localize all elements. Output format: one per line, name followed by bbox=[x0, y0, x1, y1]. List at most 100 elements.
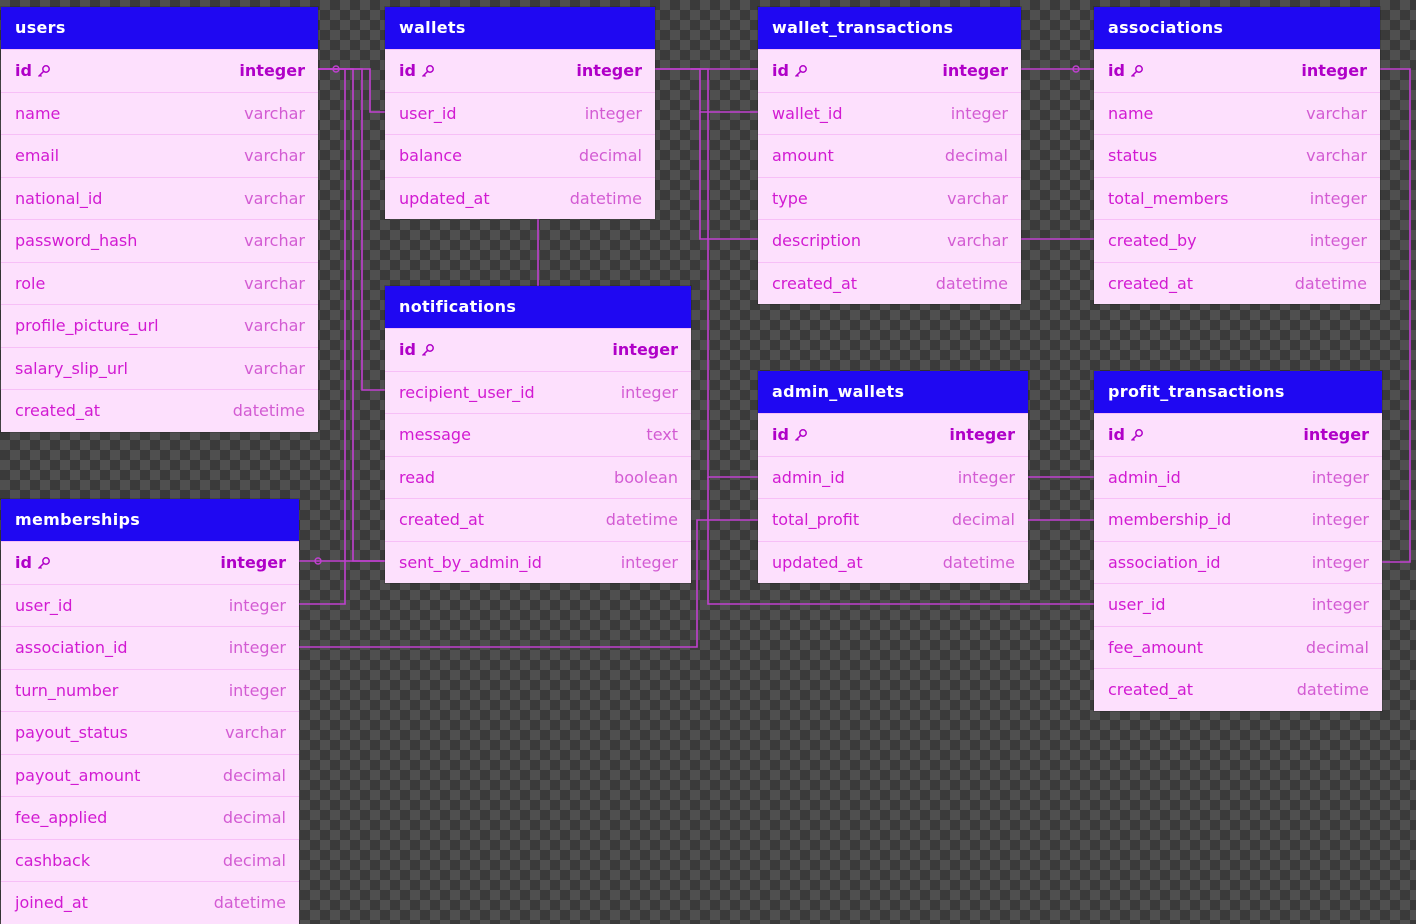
table-header[interactable]: admin_wallets bbox=[758, 371, 1028, 413]
column-name-text: user_id bbox=[399, 103, 457, 123]
column-name-text: status bbox=[1108, 146, 1158, 166]
column-type: integer bbox=[1311, 467, 1369, 487]
column-type: integer bbox=[228, 595, 286, 615]
column-name: joined_at bbox=[15, 893, 88, 912]
column-name-text: email bbox=[15, 146, 60, 166]
column-name-text: total_members bbox=[1108, 188, 1229, 208]
column-type: datetime bbox=[1296, 680, 1369, 700]
column-name-text: profile_picture_url bbox=[15, 316, 159, 336]
column-type: datetime bbox=[232, 401, 305, 421]
column-name-text: type bbox=[772, 188, 808, 208]
column-type: text bbox=[646, 425, 678, 445]
column-name: created_at bbox=[1108, 680, 1193, 699]
column-name-text: password_hash bbox=[15, 231, 138, 251]
table-header[interactable]: memberships bbox=[1, 499, 299, 541]
rel-users-notif-admin bbox=[318, 68, 385, 562]
column-name: sent_by_admin_id bbox=[399, 553, 542, 572]
column-name: updated_at bbox=[772, 553, 863, 572]
column-name: description bbox=[772, 231, 861, 250]
column-name: id bbox=[772, 61, 808, 80]
column-name: payout_status bbox=[15, 723, 128, 742]
column-type: decimal bbox=[222, 808, 286, 828]
column-type: integer bbox=[620, 382, 678, 402]
column-name-text: updated_at bbox=[772, 552, 863, 572]
column-name-text: id bbox=[399, 61, 416, 81]
column-type: decimal bbox=[951, 510, 1015, 530]
table-header[interactable]: wallets bbox=[385, 7, 655, 49]
table-header[interactable]: notifications bbox=[385, 286, 691, 328]
column-name: profile_picture_url bbox=[15, 316, 159, 335]
column-type: integer bbox=[1309, 231, 1367, 251]
table-header[interactable]: profit_transactions bbox=[1094, 371, 1382, 413]
column-row-created-at[interactable]: created_at datetime bbox=[1094, 668, 1382, 711]
column-name-text: salary_slip_url bbox=[15, 358, 128, 378]
table-header[interactable]: wallet_transactions bbox=[758, 7, 1021, 49]
table-header[interactable]: associations bbox=[1094, 7, 1380, 49]
column-name: type bbox=[772, 189, 808, 208]
table-header[interactable]: users bbox=[1, 7, 318, 49]
column-name: status bbox=[1108, 146, 1157, 165]
